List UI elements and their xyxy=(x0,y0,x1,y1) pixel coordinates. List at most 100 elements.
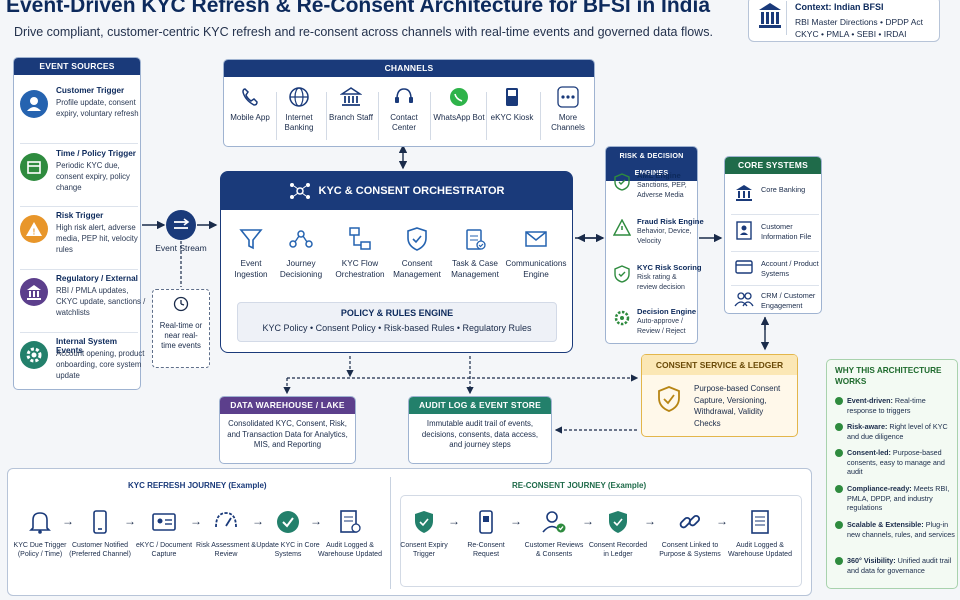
globe-icon xyxy=(289,87,309,107)
source-title: Time / Policy Trigger xyxy=(56,149,136,158)
channel-mobile-app: Mobile App xyxy=(224,86,276,123)
shield-check-icon xyxy=(407,227,427,251)
context-line: CKYC • PMLA • SEBI • IRDAI xyxy=(795,29,907,39)
alert-icon xyxy=(613,219,631,236)
source-desc: Periodic KYC due, consent expiry, policy… xyxy=(56,161,130,192)
network-icon xyxy=(289,183,310,200)
event-stream-label: Event Stream xyxy=(155,243,207,253)
wallet-icon xyxy=(735,260,753,274)
channel-branch-staff: Branch Staff xyxy=(325,86,377,123)
channel-more-channels: More Channels xyxy=(542,86,594,133)
audit-log-title: AUDIT LOG & EVENT STORE xyxy=(409,397,551,414)
funnel-icon xyxy=(239,229,263,250)
channel-contact-center: Contact Center xyxy=(378,86,430,133)
calendar-icon xyxy=(20,153,48,181)
page-subtitle: Drive compliant, customer-centric KYC re… xyxy=(14,25,713,39)
orch-kyc-flow-orchestration: KYC Flow Orchestration xyxy=(332,226,388,280)
bank-icon xyxy=(736,185,752,201)
headset-icon xyxy=(395,88,413,103)
kyc-step: Customer Notified (Preferred Channel) xyxy=(68,509,132,559)
core-crm: CRM / Customer Engagement xyxy=(731,285,819,319)
why-item: Risk-aware: Right level of KYC and due d… xyxy=(835,422,955,441)
reconsent-step: Consent Linked to Purpose & Systems xyxy=(658,509,722,559)
flow-icon xyxy=(289,230,313,248)
channels-panel: CHANNELS Mobile App Internet Banking Bra… xyxy=(223,59,595,147)
source-desc: Account opening, product onboarding, cor… xyxy=(56,349,145,380)
orchestrator-header: KYC & CONSENT ORCHESTRATOR xyxy=(221,172,572,210)
audit-log-desc: Immutable audit trail of events, decisio… xyxy=(421,419,539,449)
kyc-step: Audit Logged & Warehouse Updated xyxy=(318,509,382,559)
more-icon xyxy=(557,86,579,108)
core-systems-panel: CORE SYSTEMS Core Banking Customer Infor… xyxy=(724,156,822,314)
gear-icon xyxy=(20,341,48,369)
reconsent-step: Consent Expiry Trigger xyxy=(392,509,456,559)
source-desc: RBI / PMLA updates, CKYC update, sanctio… xyxy=(56,286,146,317)
kiosk-icon xyxy=(506,88,518,106)
bank-icon xyxy=(340,87,362,106)
gear-icon xyxy=(614,310,630,326)
warning-icon: ! xyxy=(20,215,48,243)
why-item: Event-driven: Real-time response to trig… xyxy=(835,396,955,415)
journeys-panel: KYC REFRESH JOURNEY (Example) RE-CONSENT… xyxy=(7,468,812,596)
clipboard-icon xyxy=(466,229,486,250)
orch-communications-engine: Communications Engine xyxy=(505,226,567,280)
channels-title: CHANNELS xyxy=(224,60,594,77)
reconsent-step: Consent Recorded in Ledger xyxy=(586,509,650,559)
data-warehouse-desc: Consolidated KYC, Consent, Risk, and Tra… xyxy=(227,419,348,449)
event-sources-title: EVENT SOURCES xyxy=(14,58,140,75)
reconsent-step: Customer Reviews & Consents xyxy=(522,509,586,559)
why-item: Compliance-ready: Meets RBI, PMLA, DPDP,… xyxy=(835,484,955,513)
context-title: Context: Indian BFSI xyxy=(795,2,884,12)
consent-service-panel: CONSENT SERVICE & LEDGER Purpose-based C… xyxy=(641,354,798,437)
user-icon xyxy=(20,90,48,118)
shield-check-icon xyxy=(614,265,630,283)
why-title: WHY THIS ARCHITECTURE WORKS xyxy=(835,366,942,386)
event-stream-icon xyxy=(166,210,196,240)
source-risk-trigger: ! Risk Trigger High risk alert, adverse … xyxy=(20,211,138,267)
shield-icon xyxy=(614,173,630,191)
why-architecture-panel: WHY THIS ARCHITECTURE WORKS Event-driven… xyxy=(826,359,958,589)
shield-check-icon xyxy=(656,385,682,418)
context-line: RBI Master Directions • DPDP Act xyxy=(795,17,923,27)
kyc-journey-title: KYC REFRESH JOURNEY (Example) xyxy=(128,481,267,490)
channel-whatsapp-bot: WhatsApp Bot xyxy=(433,86,485,123)
source-customer-trigger: Customer Trigger Profile update, consent… xyxy=(20,86,139,142)
workflow-icon xyxy=(349,227,371,250)
risk-title: RISK & DECISION ENGINES xyxy=(606,147,697,181)
source-title: Customer Trigger xyxy=(56,86,125,95)
reconsent-journey-title: RE-CONSENT JOURNEY (Example) xyxy=(512,481,647,490)
orch-task-case-management: Task & Case Management xyxy=(447,226,503,280)
why-item: Consent-led: Purpose-based consents, eas… xyxy=(835,448,955,477)
source-internal-system-events: Internal System Events Account opening, … xyxy=(20,337,144,393)
rules-list: KYC Policy • Consent Policy • Risk-based… xyxy=(262,323,532,333)
mail-icon xyxy=(525,231,547,247)
check-circle-icon xyxy=(277,511,299,533)
source-title: Regulatory / External xyxy=(56,274,138,283)
source-time-policy-trigger: Time / Policy Trigger Periodic KYC due, … xyxy=(20,149,138,205)
phone-icon xyxy=(242,88,258,106)
context-box: Context: Indian BFSI RBI Master Directio… xyxy=(748,0,940,42)
clock-icon xyxy=(173,296,189,317)
bell-icon xyxy=(29,512,51,534)
core-banking: Core Banking xyxy=(731,179,819,213)
core-title: CORE SYSTEMS xyxy=(725,157,821,174)
channel-internet-banking: Internet Banking xyxy=(273,86,325,133)
document-icon xyxy=(751,510,769,534)
link-icon xyxy=(679,514,701,529)
why-item: 360° Visibility: Unified audit trail and… xyxy=(835,556,955,575)
audit-document-icon xyxy=(340,510,361,533)
orchestrator-panel: KYC & CONSENT ORCHESTRATOR Event Ingesti… xyxy=(220,171,573,353)
data-warehouse-title: DATA WAREHOUSE / LAKE xyxy=(220,397,355,414)
shield-icon xyxy=(415,511,433,533)
consent-title: CONSENT SERVICE & LEDGER xyxy=(642,355,797,375)
svg-text:!: ! xyxy=(33,228,36,237)
gauge-icon xyxy=(215,512,237,528)
reconsent-step: Audit Logged & Warehouse Updated xyxy=(728,509,792,559)
source-desc: High risk alert, adverse media, PEP hit,… xyxy=(56,223,138,254)
why-item: Scalable & Extensible: Plug-in new chann… xyxy=(835,520,955,539)
